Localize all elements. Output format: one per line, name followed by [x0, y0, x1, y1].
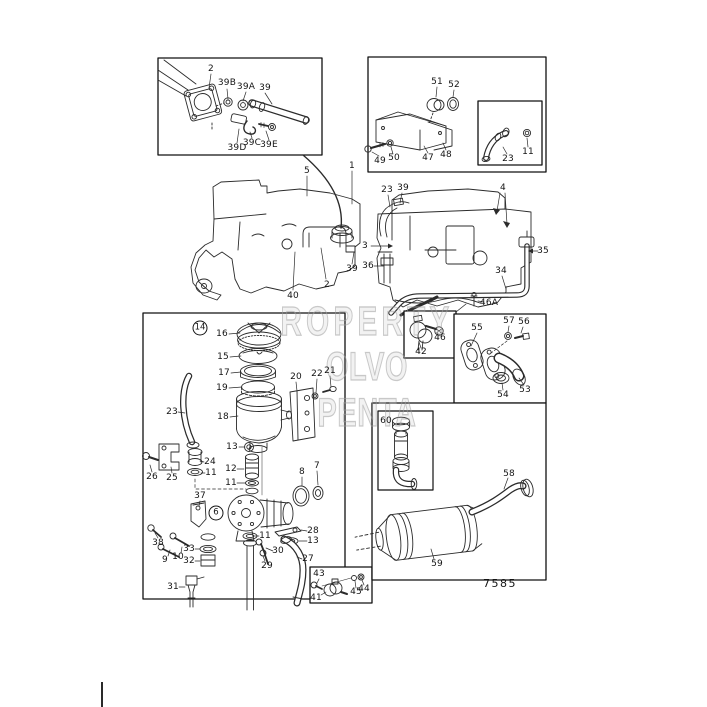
callout-heat-exchanger-inset-39B: 39B [217, 78, 237, 88]
callout-engine-right-4: 4 [500, 183, 506, 193]
callout-fuel-filter-box-38: 38 [152, 538, 164, 548]
callout-fuel-filter-box-18: 18 [217, 412, 229, 422]
callout-flange-inset-57: 57 [503, 316, 515, 326]
panel-thermostat-inset [365, 57, 546, 172]
callout-fuel-filter-box-19: 19 [216, 383, 228, 393]
callout-thermostat-inset-51: 51 [431, 77, 443, 87]
engine-right-drawing [377, 189, 534, 315]
callout-muffler-box-58: 58 [503, 469, 515, 479]
callout-fuel-filter-box-30: 30 [272, 546, 284, 556]
panel-muffler-box [353, 403, 546, 580]
callout-thermostat-inset-49: 49 [374, 156, 386, 166]
callout-thermostat-inset-48: 48 [440, 150, 452, 160]
callout-fuel-filter-box-14: 14 [192, 320, 208, 336]
callout-drain-cock-inset-43: 43 [313, 569, 325, 579]
callout-thermostat-inset-52: 52 [448, 80, 460, 90]
callout-engine-left-5: 5 [304, 166, 310, 176]
callout-fuel-filter-box-28: 28 [307, 526, 319, 536]
callout-heat-exchanger-inset-39: 39 [259, 83, 271, 93]
callout-fuel-filter-box-7: 7 [314, 461, 320, 471]
callout-fuel-filter-box-10: 10 [172, 552, 184, 562]
page-margin-mark [101, 682, 103, 707]
engine-left-drawing [191, 180, 360, 300]
callout-fuel-filter-box-8: 8 [299, 467, 305, 477]
callout-heat-exchanger-inset-2: 2 [208, 64, 214, 74]
callout-fuel-filter-box-25: 25 [166, 473, 178, 483]
callout-engine-left-1: 1 [349, 161, 355, 171]
callout-fuel-filter-box-37: 37 [194, 491, 206, 501]
figure-number: 7585 [483, 577, 517, 590]
callout-engine-right-3: 3 [362, 241, 368, 251]
callout-heat-exchanger-inset-39D: 39D [227, 143, 247, 153]
callout-thermostat-inset-47: 47 [422, 153, 434, 163]
callout-flange-inset-55: 55 [471, 323, 483, 333]
callout-heat-exchanger-inset-39A: 39A [236, 82, 256, 92]
callout-drain-cock-inset-44: 44 [358, 584, 370, 594]
callout-engine-right-23: 23 [381, 185, 393, 195]
callout-fuel-filter-box-6: 6 [208, 505, 224, 521]
callout-engine-left-40: 40 [287, 291, 299, 301]
panel-fuel-filter-box [143, 313, 346, 610]
callout-fuel-filter-box-26: 26 [146, 472, 158, 482]
callout-engine-right-34: 34 [495, 266, 507, 276]
callout-fuel-filter-box-17: 17 [218, 368, 230, 378]
callout-fuel-filter-box-29: 29 [261, 561, 273, 571]
callout-heat-exchanger-inset-39C: 39C [242, 138, 262, 148]
callout-fuel-filter-box-24: 24 [204, 457, 216, 467]
callout-engine-right-39: 39 [397, 183, 409, 193]
callout-engine-left-39: 39 [346, 264, 358, 274]
callout-fuel-filter-box-11: 11 [225, 478, 237, 488]
callout-fuel-filter-box-11: 11 [205, 468, 217, 478]
callout-engine-left-2: 2 [324, 280, 330, 290]
callout-flange-inset-53: 53 [519, 385, 531, 395]
callout-muffler-box-60: 60 [380, 416, 392, 426]
panel-valve-inset [404, 304, 466, 358]
callout-muffler-box-59: 59 [431, 559, 443, 569]
callout-flange-inset-54: 54 [497, 390, 509, 400]
callout-fuel-filter-box-23: 23 [166, 407, 178, 417]
callout-engine-right-36: 36 [362, 261, 374, 271]
callout-drain-cock-inset-45: 45 [350, 587, 362, 597]
callout-fuel-filter-box-15: 15 [217, 352, 229, 362]
callout-fuel-filter-box-16: 16 [216, 329, 228, 339]
callout-fuel-filter-box-9: 9 [162, 555, 168, 565]
callout-valve-inset-46: 46 [434, 333, 446, 343]
callout-fuel-filter-box-32: 32 [183, 556, 195, 566]
panel-flange-inset [454, 314, 546, 403]
callout-engine-right-35: 35 [537, 246, 549, 256]
callout-fuel-filter-box-33: 33 [183, 544, 195, 554]
callout-fuel-filter-box-11: 11 [259, 531, 271, 541]
callout-thermostat-inset-11: 11 [522, 147, 534, 157]
callout-heat-exchanger-inset-39E: 39E [260, 140, 278, 150]
callout-fuel-filter-box-21: 21 [324, 366, 336, 376]
callout-valve-inset-42: 42 [415, 347, 427, 357]
callout-fuel-filter-box-20: 20 [290, 372, 302, 382]
callout-flange-inset-56: 56 [518, 317, 530, 327]
engine-label-leaders [293, 171, 538, 302]
callout-fuel-filter-box-12: 12 [225, 464, 237, 474]
callout-fuel-filter-box-22: 22 [311, 369, 323, 379]
callout-fuel-filter-box-13: 13 [226, 442, 238, 452]
callout-drain-cock-inset-41: 41 [310, 593, 322, 603]
callout-thermostat-inset-23: 23 [502, 154, 514, 164]
callout-engine-right-46A: 46A [479, 298, 499, 308]
panel-heat-exchanger-inset [158, 58, 341, 228]
callout-fuel-filter-box-13: 13 [307, 536, 319, 546]
callout-fuel-filter-box-31: 31 [167, 582, 179, 592]
panel-drain-cock-inset [310, 567, 372, 603]
callout-thermostat-inset-50: 50 [388, 153, 400, 163]
callout-fuel-filter-box-27: 27 [302, 554, 314, 564]
